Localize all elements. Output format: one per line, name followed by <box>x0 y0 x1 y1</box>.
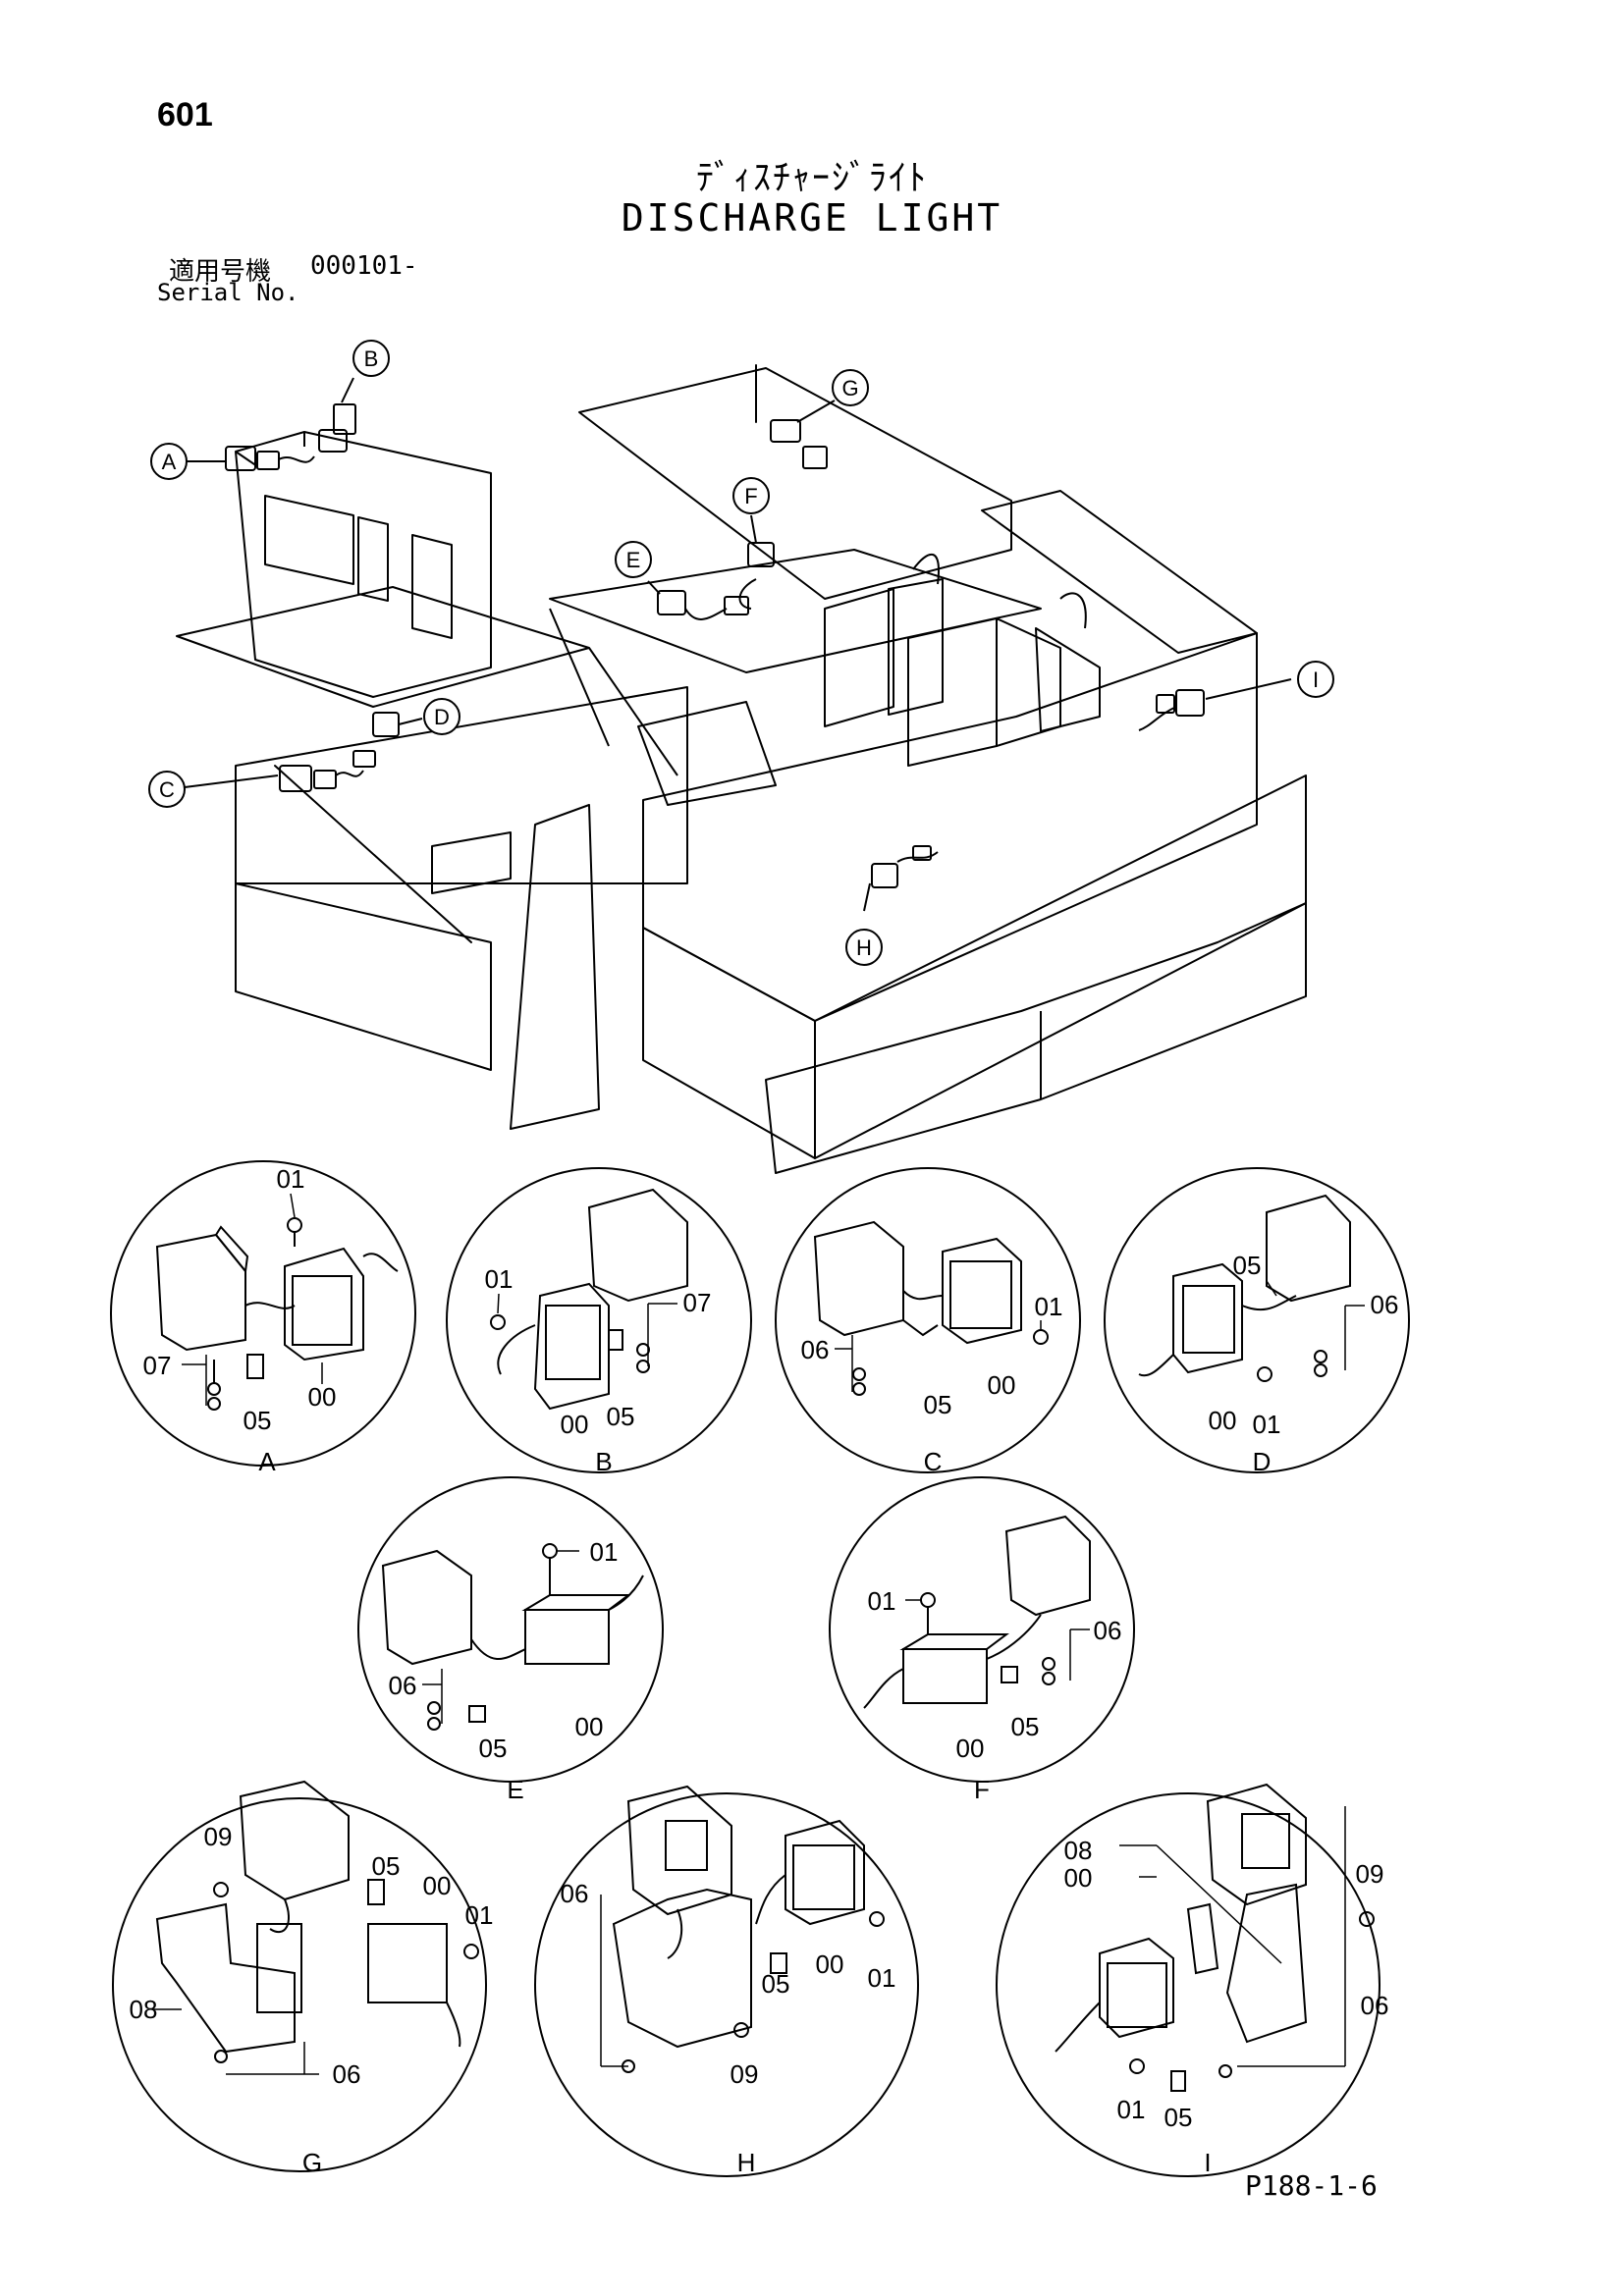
callout-a-label: A <box>162 450 177 474</box>
part-number: 07 <box>143 1351 172 1380</box>
detail-letter-d: D <box>1253 1447 1272 1476</box>
callout-i: I <box>1297 661 1334 698</box>
part-number: 09 <box>731 2059 759 2089</box>
callout-b: B <box>352 340 390 377</box>
overview-light-i <box>1138 689 1205 731</box>
callout-f-label: F <box>744 484 757 508</box>
part-number: 06 <box>801 1335 830 1364</box>
part-number: 07 <box>683 1288 712 1317</box>
part-number: 00 <box>1209 1406 1237 1435</box>
callout-e: E <box>615 541 652 578</box>
callout-c-label: C <box>159 777 175 802</box>
callout-d: D <box>423 698 460 735</box>
overview-light-b <box>318 403 356 453</box>
overview-light-d <box>352 712 400 768</box>
part-number: 00 <box>988 1370 1016 1400</box>
part-number: 05 <box>479 1734 508 1763</box>
overview-light-h <box>871 845 939 888</box>
callout-c: C <box>148 771 186 808</box>
callout-b-label: B <box>364 347 379 371</box>
callout-h-label: H <box>856 935 872 960</box>
detail-letter-g: G <box>302 2148 322 2177</box>
part-number: 01 <box>590 1537 619 1567</box>
part-number: 06 <box>389 1671 417 1700</box>
part-number: 01 <box>485 1264 514 1294</box>
part-number: 06 <box>1371 1290 1399 1319</box>
part-number: 09 <box>1356 1859 1384 1889</box>
part-number: 00 <box>575 1712 604 1741</box>
part-number: 01 <box>1253 1410 1281 1439</box>
detail-letter-c: C <box>924 1447 943 1476</box>
part-number: 05 <box>1011 1712 1040 1741</box>
detail-letter-h: H <box>737 2148 756 2177</box>
detail-letter-b: B <box>595 1447 612 1476</box>
callout-i-label: I <box>1313 667 1319 692</box>
callout-h: H <box>845 929 883 966</box>
detail-h <box>534 1785 919 2177</box>
part-number: 01 <box>465 1900 494 1930</box>
callout-d-label: D <box>434 705 450 729</box>
part-number: 05 <box>372 1851 401 1881</box>
overview-callouts: A B C D E F G H <box>148 340 1334 966</box>
page-number: 601 <box>157 96 213 133</box>
part-number: 08 <box>1064 1836 1093 1865</box>
part-number: 05 <box>607 1402 635 1431</box>
part-number: 09 <box>204 1822 233 1851</box>
machine-overview-drawing <box>176 364 1307 1174</box>
part-number: 01 <box>1117 2095 1146 2124</box>
overview-light-e <box>657 590 749 620</box>
detail-letter-f: F <box>974 1775 990 1804</box>
part-number: 08 <box>130 1995 158 2024</box>
detail-c <box>775 1167 1081 1473</box>
overview-light-c <box>279 765 364 792</box>
callout-e-label: E <box>626 548 641 572</box>
part-number: 06 <box>1094 1616 1122 1645</box>
part-number: 01 <box>277 1164 305 1194</box>
detail-i <box>996 1783 1380 2177</box>
part-number: 06 <box>561 1879 589 1908</box>
overview-leaders <box>184 377 1292 912</box>
callout-g: G <box>832 369 869 406</box>
figure-reference: P188-1-6 <box>1245 2169 1378 2202</box>
serial-label-japanese: 適用号機 <box>169 256 272 286</box>
callout-g-label: G <box>841 376 858 400</box>
detail-letter-a: A <box>258 1447 276 1476</box>
detail-d <box>1104 1167 1410 1473</box>
serial-label-english: Serial No. <box>157 279 299 306</box>
part-number: 05 <box>1233 1251 1262 1280</box>
title-japanese: ﾃﾞｨｽﾁｬｰｼﾞﾗｲﾄ <box>696 157 928 197</box>
callout-f: F <box>732 477 770 514</box>
part-number: 00 <box>816 1949 844 1979</box>
part-number: 01 <box>1035 1292 1063 1321</box>
part-number: 06 <box>1361 1991 1389 2020</box>
detail-g <box>112 1780 487 2172</box>
part-number: 05 <box>1164 2103 1193 2132</box>
part-number: 00 <box>561 1410 589 1439</box>
callout-a: A <box>150 443 188 480</box>
part-number: 00 <box>956 1734 985 1763</box>
part-number: 06 <box>333 2059 361 2089</box>
detail-labels: 01 07 05 00 A 01 07 00 05 B 06 01 05 00 … <box>130 1164 1399 2177</box>
detail-leaders <box>152 1193 1365 2075</box>
detail-f <box>829 1476 1135 1783</box>
overview-light-a <box>225 446 315 471</box>
detail-b <box>446 1167 752 1473</box>
detail-a <box>110 1160 416 1467</box>
page-title: DISCHARGE LIGHT <box>621 196 1003 240</box>
part-number: 05 <box>924 1390 952 1419</box>
part-number: 05 <box>762 1969 790 1999</box>
overview-light-g <box>770 419 828 469</box>
detail-e <box>357 1476 664 1783</box>
part-number: 05 <box>244 1406 272 1435</box>
serial-value: 000101- <box>310 251 418 281</box>
detail-letter-i: I <box>1204 2148 1211 2177</box>
part-number: 00 <box>308 1382 337 1412</box>
overview-light-f <box>738 542 775 610</box>
part-number: 00 <box>1064 1863 1093 1893</box>
detail-letter-e: E <box>507 1775 523 1804</box>
part-number: 01 <box>868 1963 896 1993</box>
part-number: 01 <box>868 1586 896 1616</box>
part-number: 00 <box>423 1871 452 1900</box>
